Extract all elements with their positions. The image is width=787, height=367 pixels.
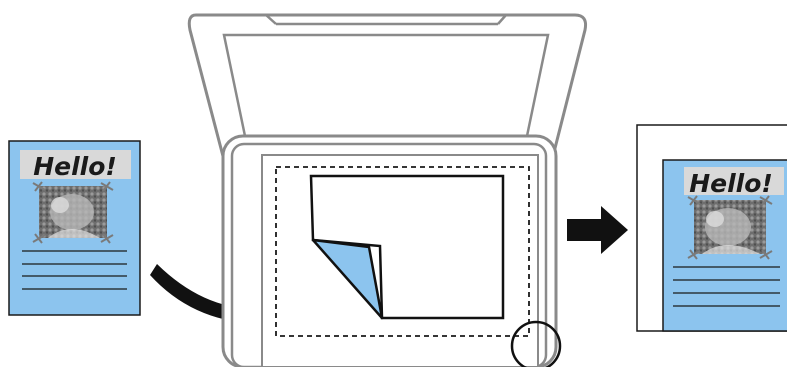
right-arrow-icon [567,206,628,254]
original-photo [33,182,113,243]
output-photo [688,196,772,259]
original-heading-text: Hello! [33,152,117,181]
scanner [189,15,585,367]
output-document: Hello! [637,125,787,331]
output-heading-text: Hello! [689,169,773,198]
original-document: Hello! [9,141,140,315]
